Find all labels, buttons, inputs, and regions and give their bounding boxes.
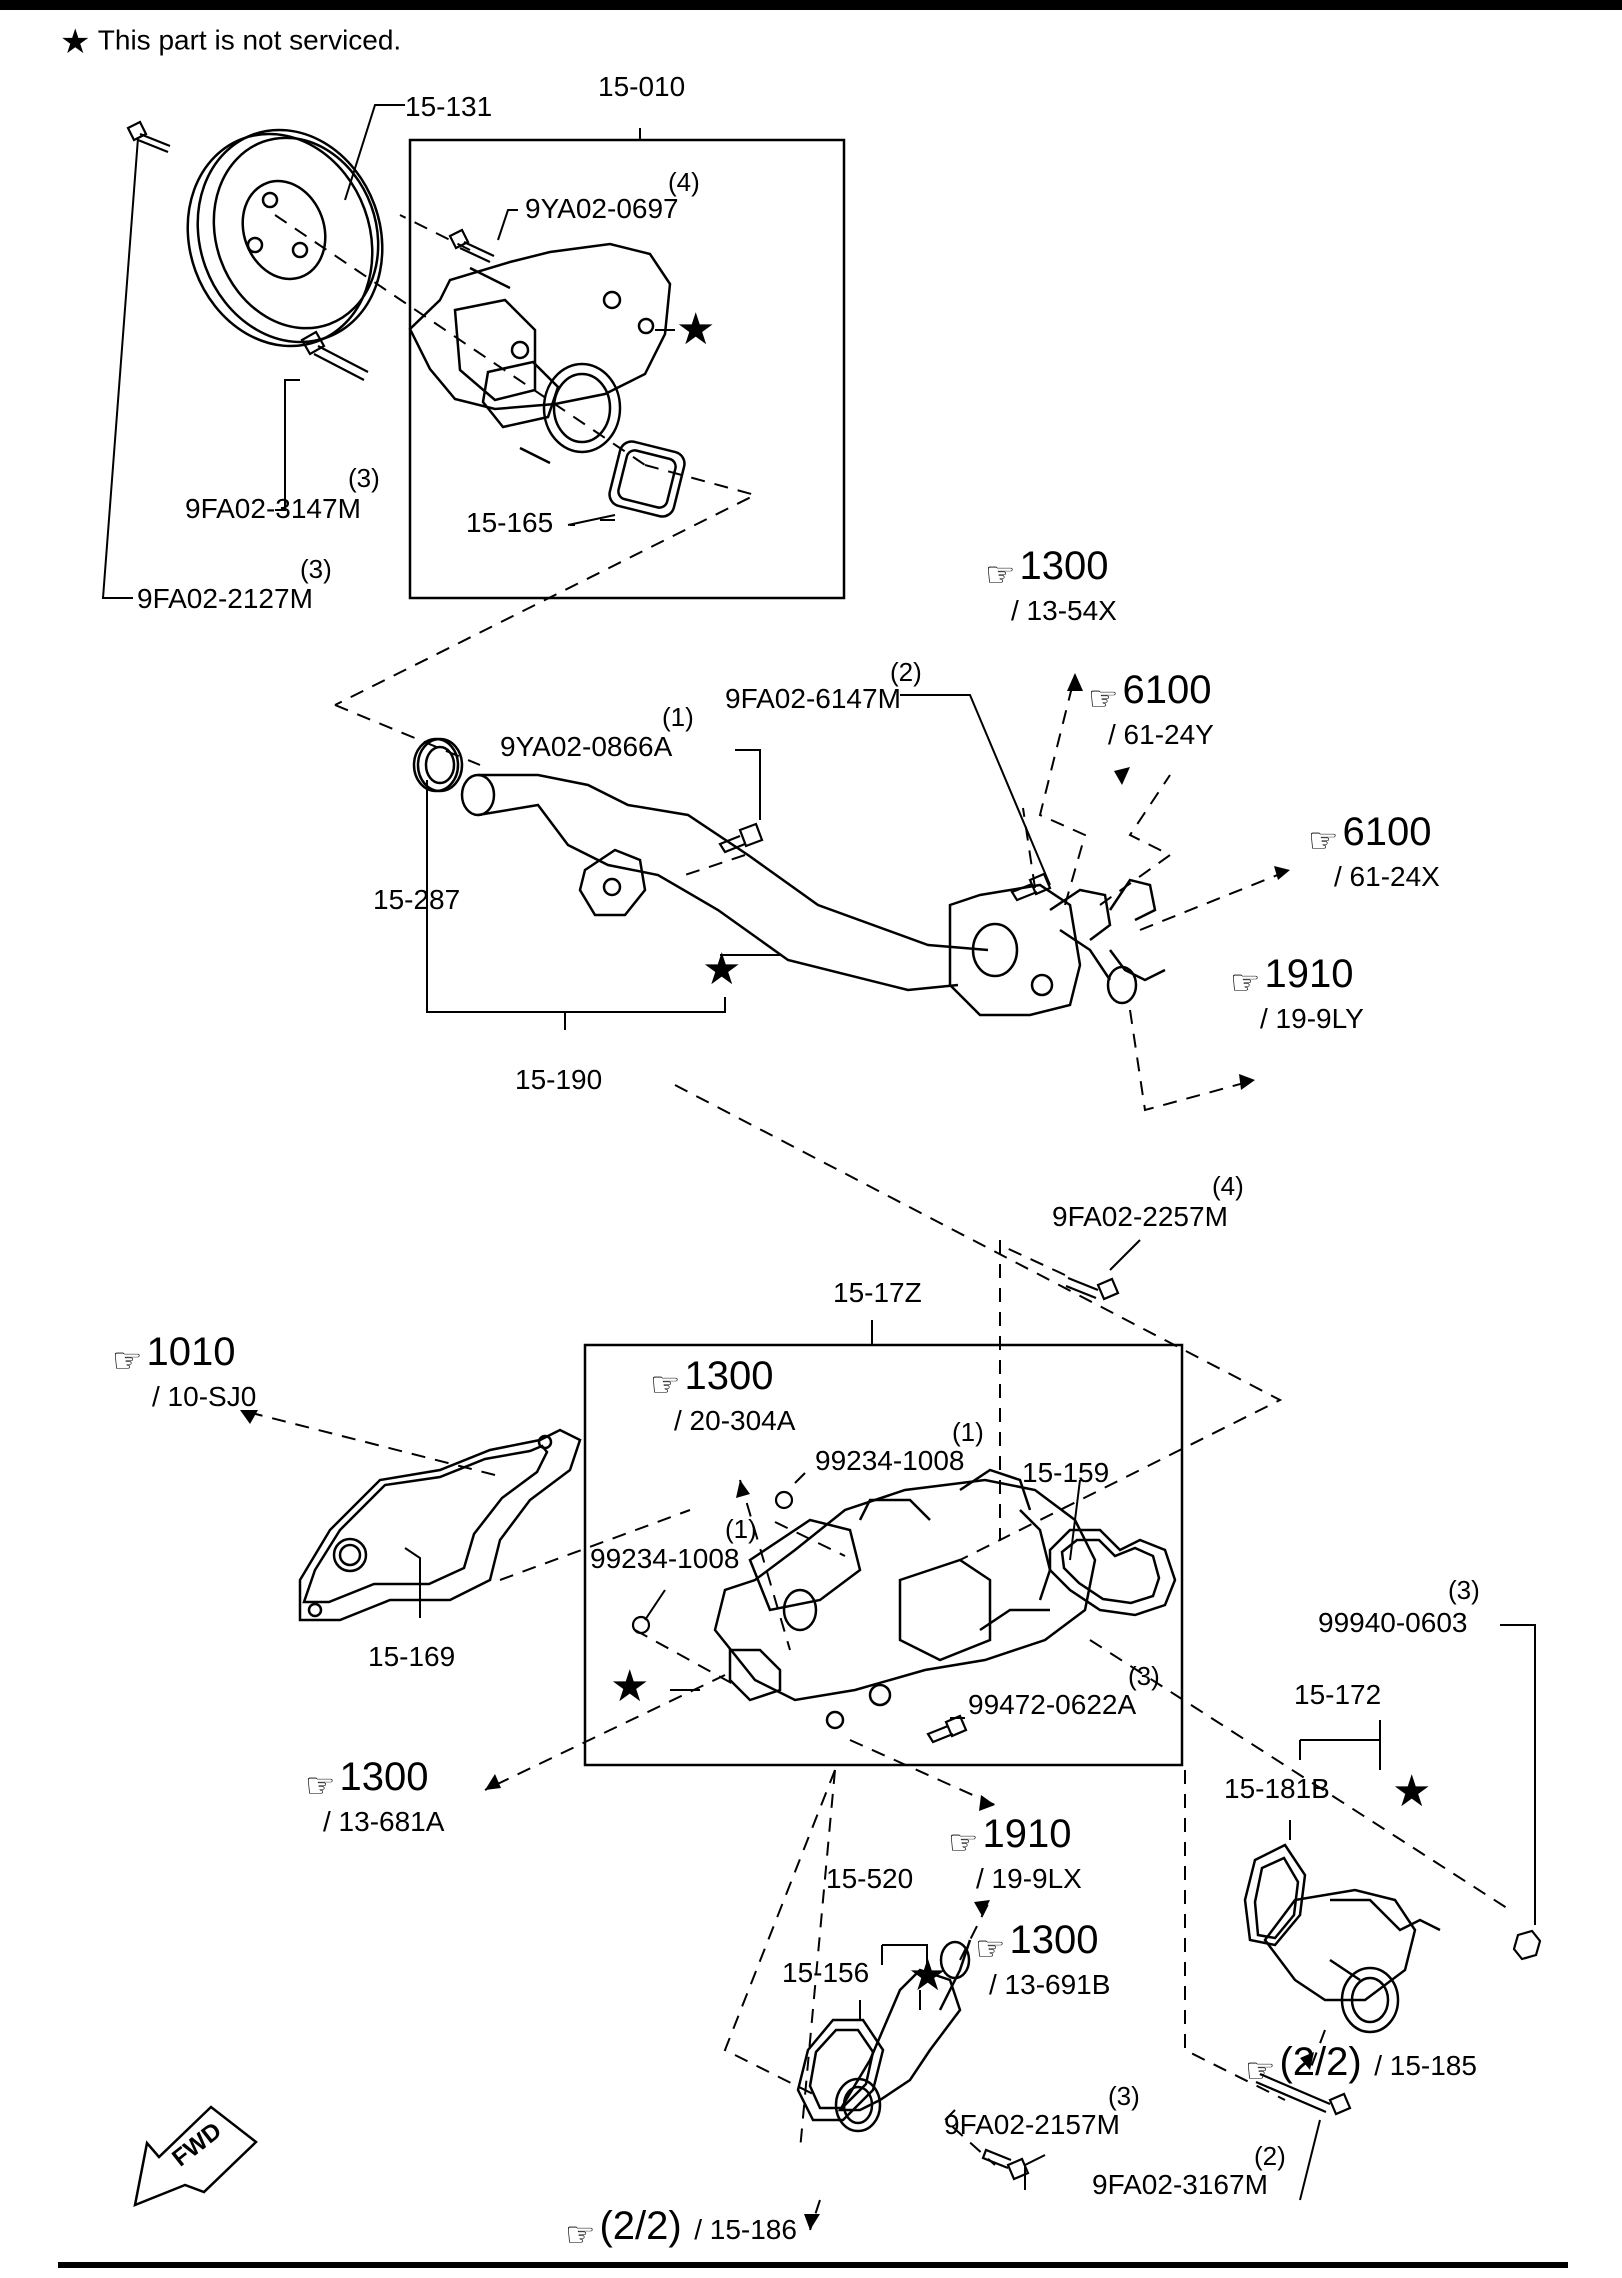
bolt-9fa02-3167m-drawing	[1255, 2072, 1352, 2116]
ref-1910-19-9lx[interactable]: ☞1910 / 19-9LX	[948, 1812, 1082, 1894]
star-icon: ★	[908, 1951, 948, 2000]
ref-1010-10-sj0[interactable]: ☞1010 / 10-SJ0	[112, 1330, 257, 1412]
pointing-hand-icon: ☞	[975, 1929, 1006, 1968]
qty-9fa02-6147m: (2)	[890, 657, 922, 687]
part-label-9fa02-2157m[interactable]: 9FA02-2157M	[944, 2109, 1120, 2140]
gasket-15-181b-drawing	[1243, 1843, 1307, 1947]
qty-9fa02-2257m: (4)	[1212, 1171, 1244, 1201]
qty-9fa02-2157m: (3)	[1108, 2081, 1140, 2111]
outlet-15-520-drawing	[834, 1939, 972, 2133]
part-label-9ya02-0866a[interactable]: 9YA02-0866A	[500, 731, 673, 762]
part-label-99234-1008-lower[interactable]: 99234-1008	[590, 1543, 740, 1574]
qty-9ya02-0866a: (1)	[662, 702, 694, 732]
qty-9fa02-2127m: (3)	[300, 554, 332, 584]
part-label-9ya02-0697[interactable]: 9YA02-0697	[525, 193, 679, 224]
part-label-15-190[interactable]: 15-190	[515, 1064, 603, 1095]
qty-99234-1008-upper: (1)	[952, 1417, 984, 1447]
part-label-9fa02-3147m[interactable]: 9FA02-3147M	[185, 493, 361, 524]
fwd-arrow-icon	[133, 2105, 258, 2208]
top-border	[0, 0, 1622, 10]
part-label-15-169[interactable]: 15-169	[368, 1641, 456, 1672]
part-label-15-520[interactable]: 15-520	[826, 1863, 914, 1894]
ref-6100-61-24x[interactable]: ☞6100 / 61-24X	[1308, 810, 1440, 892]
o-ring-15-287-drawing	[412, 737, 460, 793]
notice-text: This part is not serviced.	[97, 24, 402, 56]
bolt-9fa02-2127m-drawing	[126, 120, 171, 154]
thermostat-drawing	[1263, 1888, 1441, 2034]
star-icon: ★	[1392, 1767, 1432, 1816]
ref-6100-61-24y[interactable]: ☞6100 / 61-24Y	[1088, 668, 1214, 750]
qty-9ya02-0697: (4)	[668, 167, 700, 197]
ref-1300-13-54x[interactable]: ☞1300 / 13-54X	[985, 544, 1117, 626]
pointing-hand-icon: ☞	[112, 1341, 143, 1380]
pointing-hand-icon: ☞	[305, 1766, 336, 1805]
qty-99472-0622a: (3)	[1128, 1661, 1160, 1691]
part-label-99234-1008-upper[interactable]: 99234-1008	[815, 1445, 965, 1476]
gasket-15-159-drawing	[1048, 1528, 1177, 1617]
pointing-hand-icon: ☞	[1230, 963, 1261, 1002]
ref-1300-20-304a[interactable]: ☞1300 / 20-304A	[650, 1354, 796, 1436]
part-label-99940-0603[interactable]: 99940-0603	[1318, 1607, 1468, 1638]
bolt-9fa02-2257m-drawing	[1065, 1276, 1120, 1301]
part-label-99472-0622a[interactable]: 99472-0622A	[968, 1689, 1137, 1720]
part-label-9fa02-3167m[interactable]: 9FA02-3167M	[1092, 2169, 1268, 2200]
leader-lines	[101, 104, 1536, 2201]
bolt-9fa02-2157m-drawing	[981, 2148, 1030, 2181]
bolt-9fa02-6147m-drawing	[1010, 872, 1052, 902]
part-label-15-17z[interactable]: 15-17Z	[833, 1277, 922, 1308]
part-label-9fa02-2127m[interactable]: 9FA02-2127M	[137, 583, 313, 614]
pointing-hand-icon: ☞	[1308, 821, 1339, 860]
ref-2-2-15-185[interactable]: ☞(2/2) / 15-185	[1245, 2040, 1477, 2090]
part-label-15-181b[interactable]: 15-181B	[1224, 1773, 1330, 1804]
dashed-guides	[239, 214, 1511, 2231]
bolt-9ya02-0697-drawing	[448, 228, 495, 263]
part-label-15-159[interactable]: 15-159	[1022, 1457, 1110, 1488]
part-label-15-165[interactable]: 15-165	[466, 507, 554, 538]
ref-1910-19-9ly[interactable]: ☞1910 / 19-9LY	[1230, 952, 1364, 1034]
pointing-hand-icon: ☞	[565, 2215, 596, 2254]
arrowheads	[240, 673, 1314, 2230]
bolt-9ya02-0866a-drawing	[718, 822, 764, 854]
box-15-17z	[583, 1343, 1184, 1767]
part-label-15-131[interactable]: 15-131	[405, 91, 493, 122]
star-icon: ★	[676, 305, 716, 354]
pointing-hand-icon: ☞	[650, 1365, 681, 1404]
pulley-drawing	[186, 128, 384, 348]
pointing-hand-icon: ☞	[1088, 679, 1119, 718]
ref-2-2-15-186[interactable]: ☞(2/2) / 15-186	[565, 2204, 797, 2254]
part-label-15-172[interactable]: 15-172	[1294, 1679, 1382, 1710]
ref-1300-13-691b[interactable]: ☞1300 / 13-691B	[975, 1918, 1111, 2000]
qty-99234-1008-lower: (1)	[725, 1514, 757, 1544]
ref-1300-13-681a[interactable]: ☞1300 / 13-681A	[305, 1755, 445, 1837]
pointing-hand-icon: ☞	[948, 1823, 979, 1862]
part-label-15-156[interactable]: 15-156	[782, 1957, 870, 1988]
gasket-15-156-drawing	[796, 2018, 885, 2122]
pointing-hand-icon: ☞	[1245, 2051, 1276, 2090]
nut-99940-0603-drawing	[1512, 1929, 1542, 1961]
fwd-label: FWD	[167, 2117, 227, 2173]
water-pipe-drawing	[416, 737, 1166, 1017]
box-15-010	[408, 138, 846, 600]
part-label-15-287[interactable]: 15-287	[373, 884, 461, 915]
star-icon: ★	[610, 1662, 650, 1711]
qty-99940-0603: (3)	[1448, 1575, 1480, 1605]
pointing-hand-icon: ☞	[985, 555, 1016, 594]
bolt-9fa02-3147m-drawing	[300, 330, 369, 381]
star-icon: ★	[702, 945, 742, 994]
gasket-15-165-drawing	[608, 440, 686, 518]
qty-9fa02-3147m: (3)	[348, 463, 380, 493]
qty-9fa02-3167m: (2)	[1254, 2141, 1286, 2171]
part-label-15-010[interactable]: 15-010	[598, 71, 686, 102]
star-icon: ★	[60, 23, 91, 61]
part-label-9fa02-2257m[interactable]: 9FA02-2257M	[1052, 1201, 1228, 1232]
part-label-9fa02-6147m[interactable]: 9FA02-6147M	[725, 683, 901, 714]
gasket-15-169-drawing	[298, 1428, 582, 1622]
bottom-border	[58, 2262, 1568, 2268]
notice-not-serviced: ★ This part is not serviced.	[60, 22, 401, 62]
